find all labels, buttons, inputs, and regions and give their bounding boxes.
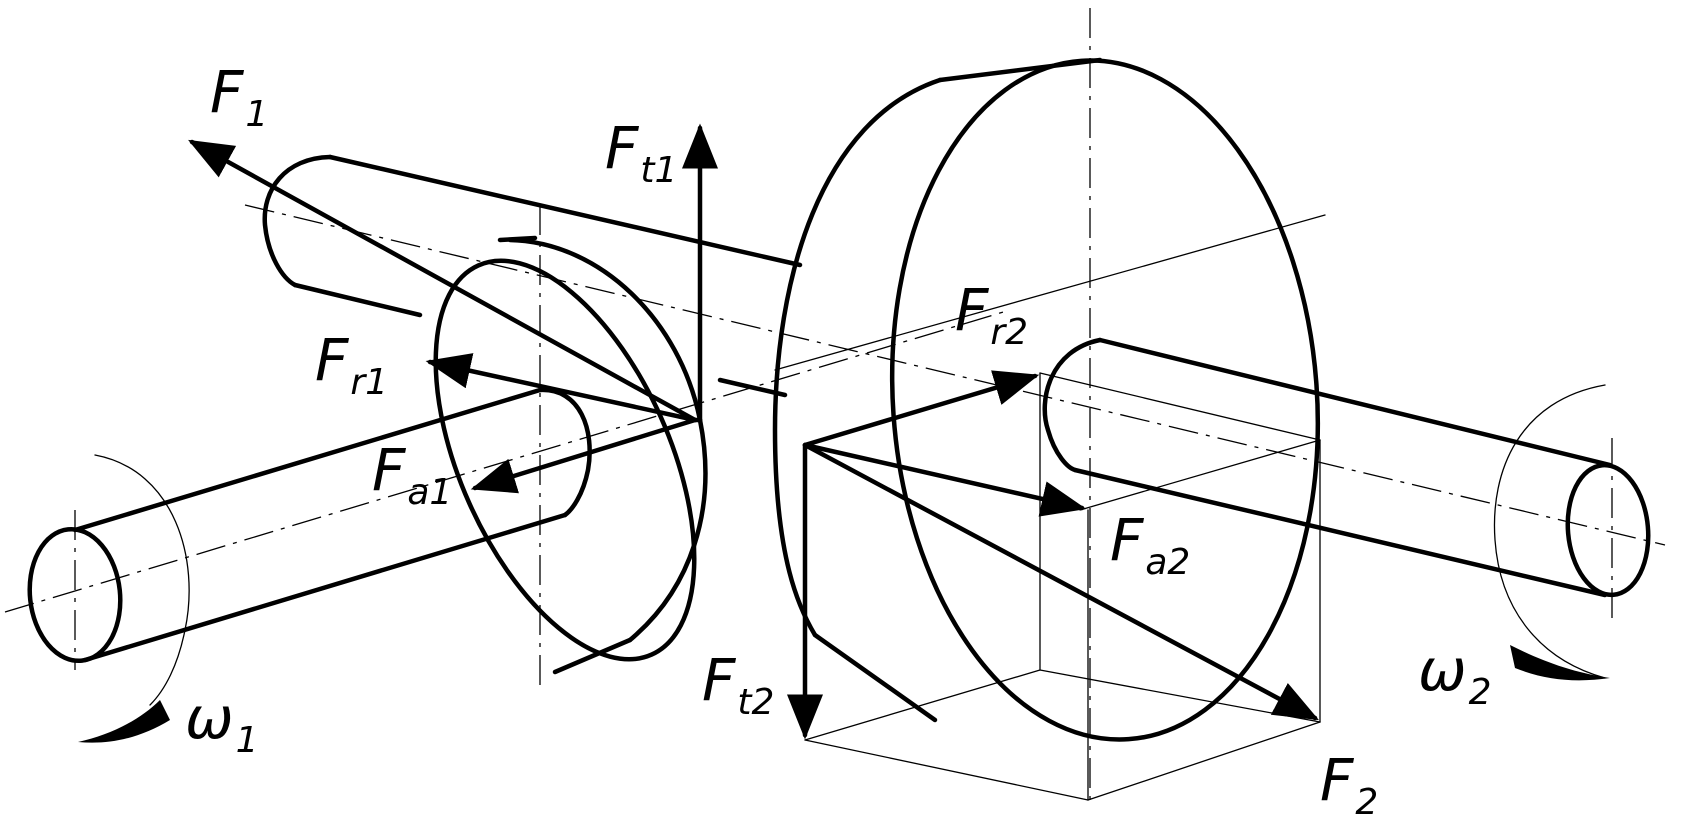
gear-shaft-right-bottom-edge [1072,467,1608,598]
gear-shaft-upper [262,154,803,398]
labels: F1 Ft1 Fr1 Fa1 Fr2 Fa2 Ft2 F2 ω1 ω2 [185,58,1491,823]
large-gear [772,57,1321,742]
gear-shaft-upper-bottom-edge [292,282,423,318]
label-F1: F1 [210,58,268,135]
pinion-shaft-bottom-edge [82,512,568,663]
force-parallelepiped [804,372,1321,801]
label-Ft2: Ft2 [702,646,774,723]
rotation-2-arrowhead [1510,645,1610,681]
label-omega-2: ω2 [1418,636,1491,713]
vector-Fa2 [802,442,1087,517]
large-gear-top-rim-edge [937,57,1103,83]
vector-F1 [188,139,698,423]
small-gear-back-face [507,237,708,643]
pinion-shaft [27,387,592,664]
label-Fr1: Fr1 [315,326,388,403]
label-Fr2: Fr2 [955,276,1028,353]
label-Ft1: Ft1 [605,114,677,191]
label-Fa2: Fa2 [1110,506,1190,583]
label-omega-1: ω1 [185,684,258,761]
force-vectors [188,123,1319,740]
gear-shaft-upper-end [262,154,333,288]
gear-shaft-right-top-edge [1097,337,1613,468]
pinion-shaft-axis [4,309,1011,613]
pinion-shaft-outer-end [27,526,123,664]
vector-Fr1 [425,353,698,423]
rotation-1-arc [94,454,190,706]
box-edge [1079,439,1321,511]
box-edge [804,669,1041,741]
large-gear-front-face [889,58,1321,742]
gear-shaft-axis [244,204,1666,546]
box-edge [1087,721,1321,801]
gear-shaft-upper-top-edge [327,154,803,268]
vector-Fa1 [470,417,698,494]
vector-Fr2 [802,370,1040,448]
label-Fa1: Fa1 [372,436,452,513]
large-gear-back-rim [772,77,943,638]
gear-shaft-right [1042,337,1651,598]
rotation-omega-2 [1493,384,1610,681]
vector-F2 [802,442,1319,721]
gear-shaft-right-inner-end [1042,337,1103,473]
rotation-omega-1 [78,454,190,743]
small-gear-bottom-rim-edge [552,637,633,675]
label-F2: F2 [1320,746,1378,823]
pinion-shaft-inner-end [537,387,592,518]
small-gear-front-face [433,258,697,662]
box-edge [1039,372,1321,441]
box-edge [804,739,1089,801]
pinion-shaft-top-edge [72,387,543,533]
small-gear-top-rim-edge [497,235,538,243]
rotation-2-arc [1493,384,1606,679]
large-gear-bottom-rim-edge [812,632,938,723]
gear-shaft-right-outer-end [1565,462,1651,598]
rotation-1-arrowhead [78,700,170,743]
gear-diameter-line [774,214,1326,371]
